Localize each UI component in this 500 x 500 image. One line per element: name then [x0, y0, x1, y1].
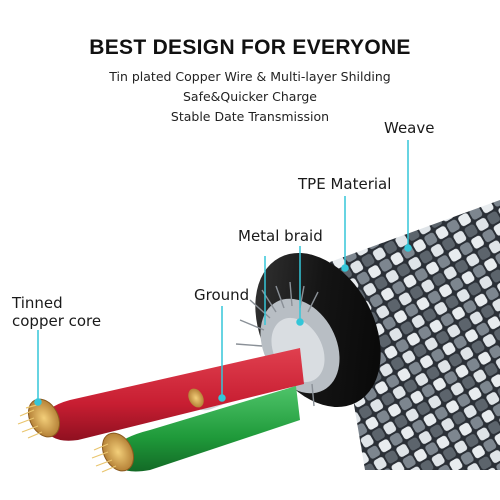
- copper-core-red: [27, 398, 61, 438]
- callout-lines: [34, 140, 412, 406]
- copper-core-green: [101, 432, 135, 472]
- callout-tpe-material: TPE Material: [298, 175, 392, 193]
- callout-weave: Weave: [384, 119, 435, 137]
- weave-sleeve: [330, 200, 500, 470]
- copper-core-white: [188, 388, 204, 408]
- callout-ground: Ground: [194, 286, 250, 304]
- red-wire: [43, 348, 304, 441]
- callout-metal-braid: Metal braid: [238, 227, 323, 245]
- feature-line-2: Safe&Quicker Charge: [183, 89, 317, 104]
- callout-core-line-2: copper core: [12, 312, 102, 330]
- callout-core-line-1: Tinned: [12, 294, 63, 312]
- headline: BEST DESIGN FOR EVERYONE: [89, 36, 411, 59]
- feature-line-1: Tin plated Copper Wire & Multi-layer Shi…: [109, 69, 391, 84]
- green-wire: [111, 386, 301, 472]
- feature-line-3: Stable Date Transmission: [170, 109, 330, 124]
- callout-tinned-copper-core: Tinned copper core: [12, 294, 101, 330]
